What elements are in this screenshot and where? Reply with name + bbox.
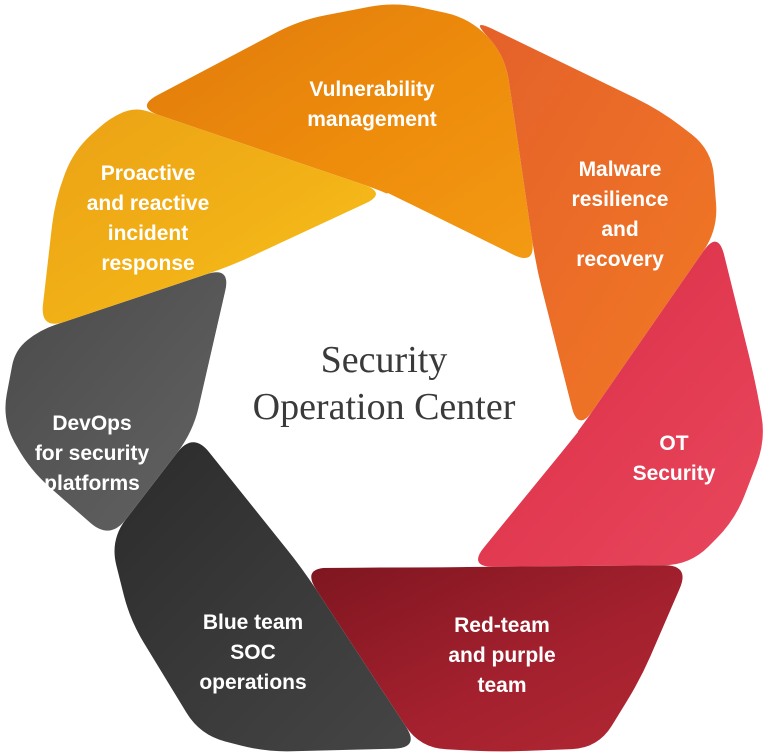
label-blueteam-line-3: operations — [199, 671, 306, 694]
label-malware-line-3: and — [601, 218, 638, 241]
label-ot-line-1: OT — [659, 432, 688, 455]
label-ot-line-2: Security — [633, 462, 716, 485]
label-devops-line-2: for security — [35, 442, 150, 465]
label-vulnerability-line-2: management — [307, 108, 437, 131]
label-vulnerability-line-1: Vulnerability — [309, 78, 435, 101]
label-devops: DevOps for security platforms — [35, 412, 150, 495]
label-incident-line-3: incident — [108, 222, 189, 245]
segment-blueteam — [114, 442, 411, 752]
segment-malware — [479, 24, 717, 421]
segment-redteam — [311, 565, 683, 752]
label-incident-line-4: response — [101, 252, 194, 275]
label-malware-line-4: recovery — [576, 248, 664, 271]
label-incident: Proactive and reactive incident response — [87, 162, 210, 275]
label-incident-line-1: Proactive — [101, 162, 196, 185]
center-hub: Security Operation Center — [253, 339, 516, 428]
label-vulnerability: Vulnerability management — [307, 78, 437, 131]
label-incident-line-2: and reactive — [87, 192, 210, 215]
segments-layer — [5, 4, 763, 752]
label-redteam-line-1: Red-team — [454, 614, 550, 637]
label-blueteam-line-2: SOC — [230, 641, 276, 664]
segment-incident — [42, 109, 376, 324]
label-ot: OT Security — [633, 432, 716, 485]
label-malware: Malware resilience and recovery — [572, 158, 669, 271]
label-redteam-line-3: team — [477, 674, 526, 697]
label-malware-line-2: resilience — [572, 188, 669, 211]
segment-vulnerability — [146, 4, 533, 259]
segment-ot — [478, 241, 763, 567]
label-blueteam-line-1: Blue team — [203, 611, 303, 634]
label-devops-line-3: platforms — [44, 472, 140, 495]
label-redteam: Red-team and purple team — [448, 614, 555, 697]
center-hub-shape — [193, 193, 578, 568]
label-devops-line-1: DevOps — [52, 412, 131, 435]
segment-devops — [5, 272, 227, 531]
label-redteam-line-2: and purple — [448, 644, 555, 667]
label-malware-line-1: Malware — [579, 158, 662, 181]
center-title-line1: Security — [321, 339, 448, 381]
center-title-line2: Operation Center — [253, 386, 516, 428]
